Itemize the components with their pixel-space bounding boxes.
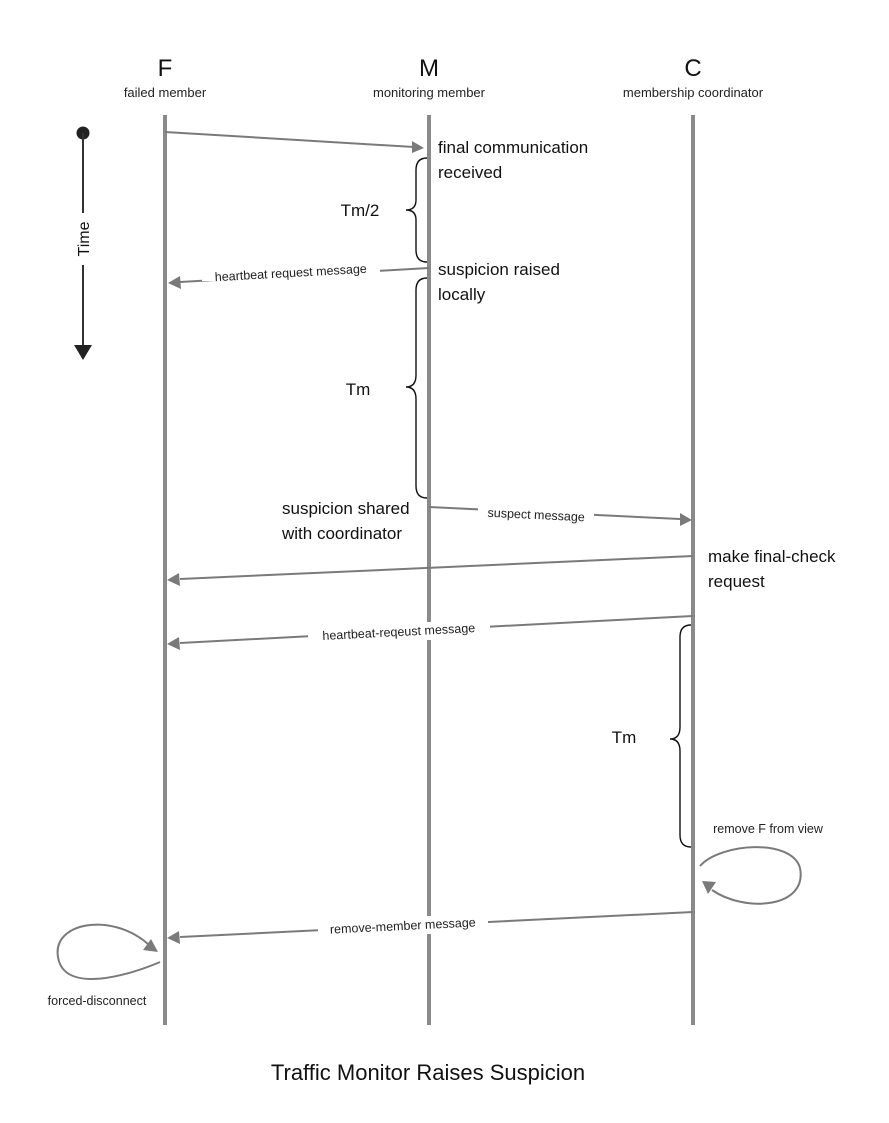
heartbeat-reqeust-label-bg bbox=[308, 622, 490, 640]
message-remove-member: remove-member message bbox=[167, 911, 694, 944]
self-loop-forced-disconnect: forced-disconnect bbox=[48, 923, 161, 1008]
note-final-check-line2: request bbox=[708, 572, 765, 591]
participant-c-letter: C bbox=[684, 55, 701, 82]
brace-half-tm bbox=[405, 157, 428, 263]
time-arrowhead bbox=[74, 345, 92, 360]
brace-tm-monitor bbox=[405, 277, 428, 499]
interval-half-tm-label: Tm/2 bbox=[341, 201, 380, 220]
note-suspicion-shared-line1: suspicion shared bbox=[282, 499, 410, 518]
interval-tm-monitor-label: Tm bbox=[346, 380, 371, 399]
forced-disconnect-label: forced-disconnect bbox=[48, 994, 147, 1008]
remove-member-label-bg bbox=[318, 916, 488, 934]
participant-f-letter: F bbox=[158, 55, 173, 82]
self-loop-remove-f: remove F from view bbox=[699, 822, 824, 905]
note-final-communication-line2: received bbox=[438, 163, 502, 182]
message-final-check bbox=[167, 555, 694, 586]
suspect-message-label: suspect message bbox=[487, 506, 585, 525]
message-heartbeat-request: heartbeat request message bbox=[168, 262, 430, 289]
remove-f-from-view-label: remove F from view bbox=[713, 822, 824, 836]
note-suspicion-raised-line2: locally bbox=[438, 285, 486, 304]
message-suspect: suspect message bbox=[428, 505, 692, 526]
diagram-caption: Traffic Monitor Raises Suspicion bbox=[271, 1060, 585, 1085]
note-suspicion-shared-line2: with coordinator bbox=[281, 524, 402, 543]
heartbeat-request-label-bg bbox=[202, 263, 380, 281]
participant-m-letter: M bbox=[419, 55, 439, 82]
time-axis-label: Time bbox=[76, 221, 93, 256]
note-suspicion-raised-line1: suspicion raised bbox=[438, 260, 560, 279]
participant-c-role: membership coordinator bbox=[623, 85, 764, 100]
note-final-communication-line1: final communication bbox=[438, 138, 588, 157]
time-axis: Time bbox=[74, 126, 93, 360]
interval-tm-coordinator-label: Tm bbox=[612, 728, 637, 747]
participant-m-role: monitoring member bbox=[373, 85, 486, 100]
participant-f-role: failed member bbox=[124, 85, 207, 100]
note-final-check-line1: make final-check bbox=[708, 547, 836, 566]
message-final-communication bbox=[164, 131, 424, 153]
brace-tm-coordinator bbox=[669, 624, 692, 848]
suspect-label-bg bbox=[478, 505, 594, 523]
message-heartbeat-reqeust: heartbeat-reqeust message bbox=[167, 615, 694, 650]
